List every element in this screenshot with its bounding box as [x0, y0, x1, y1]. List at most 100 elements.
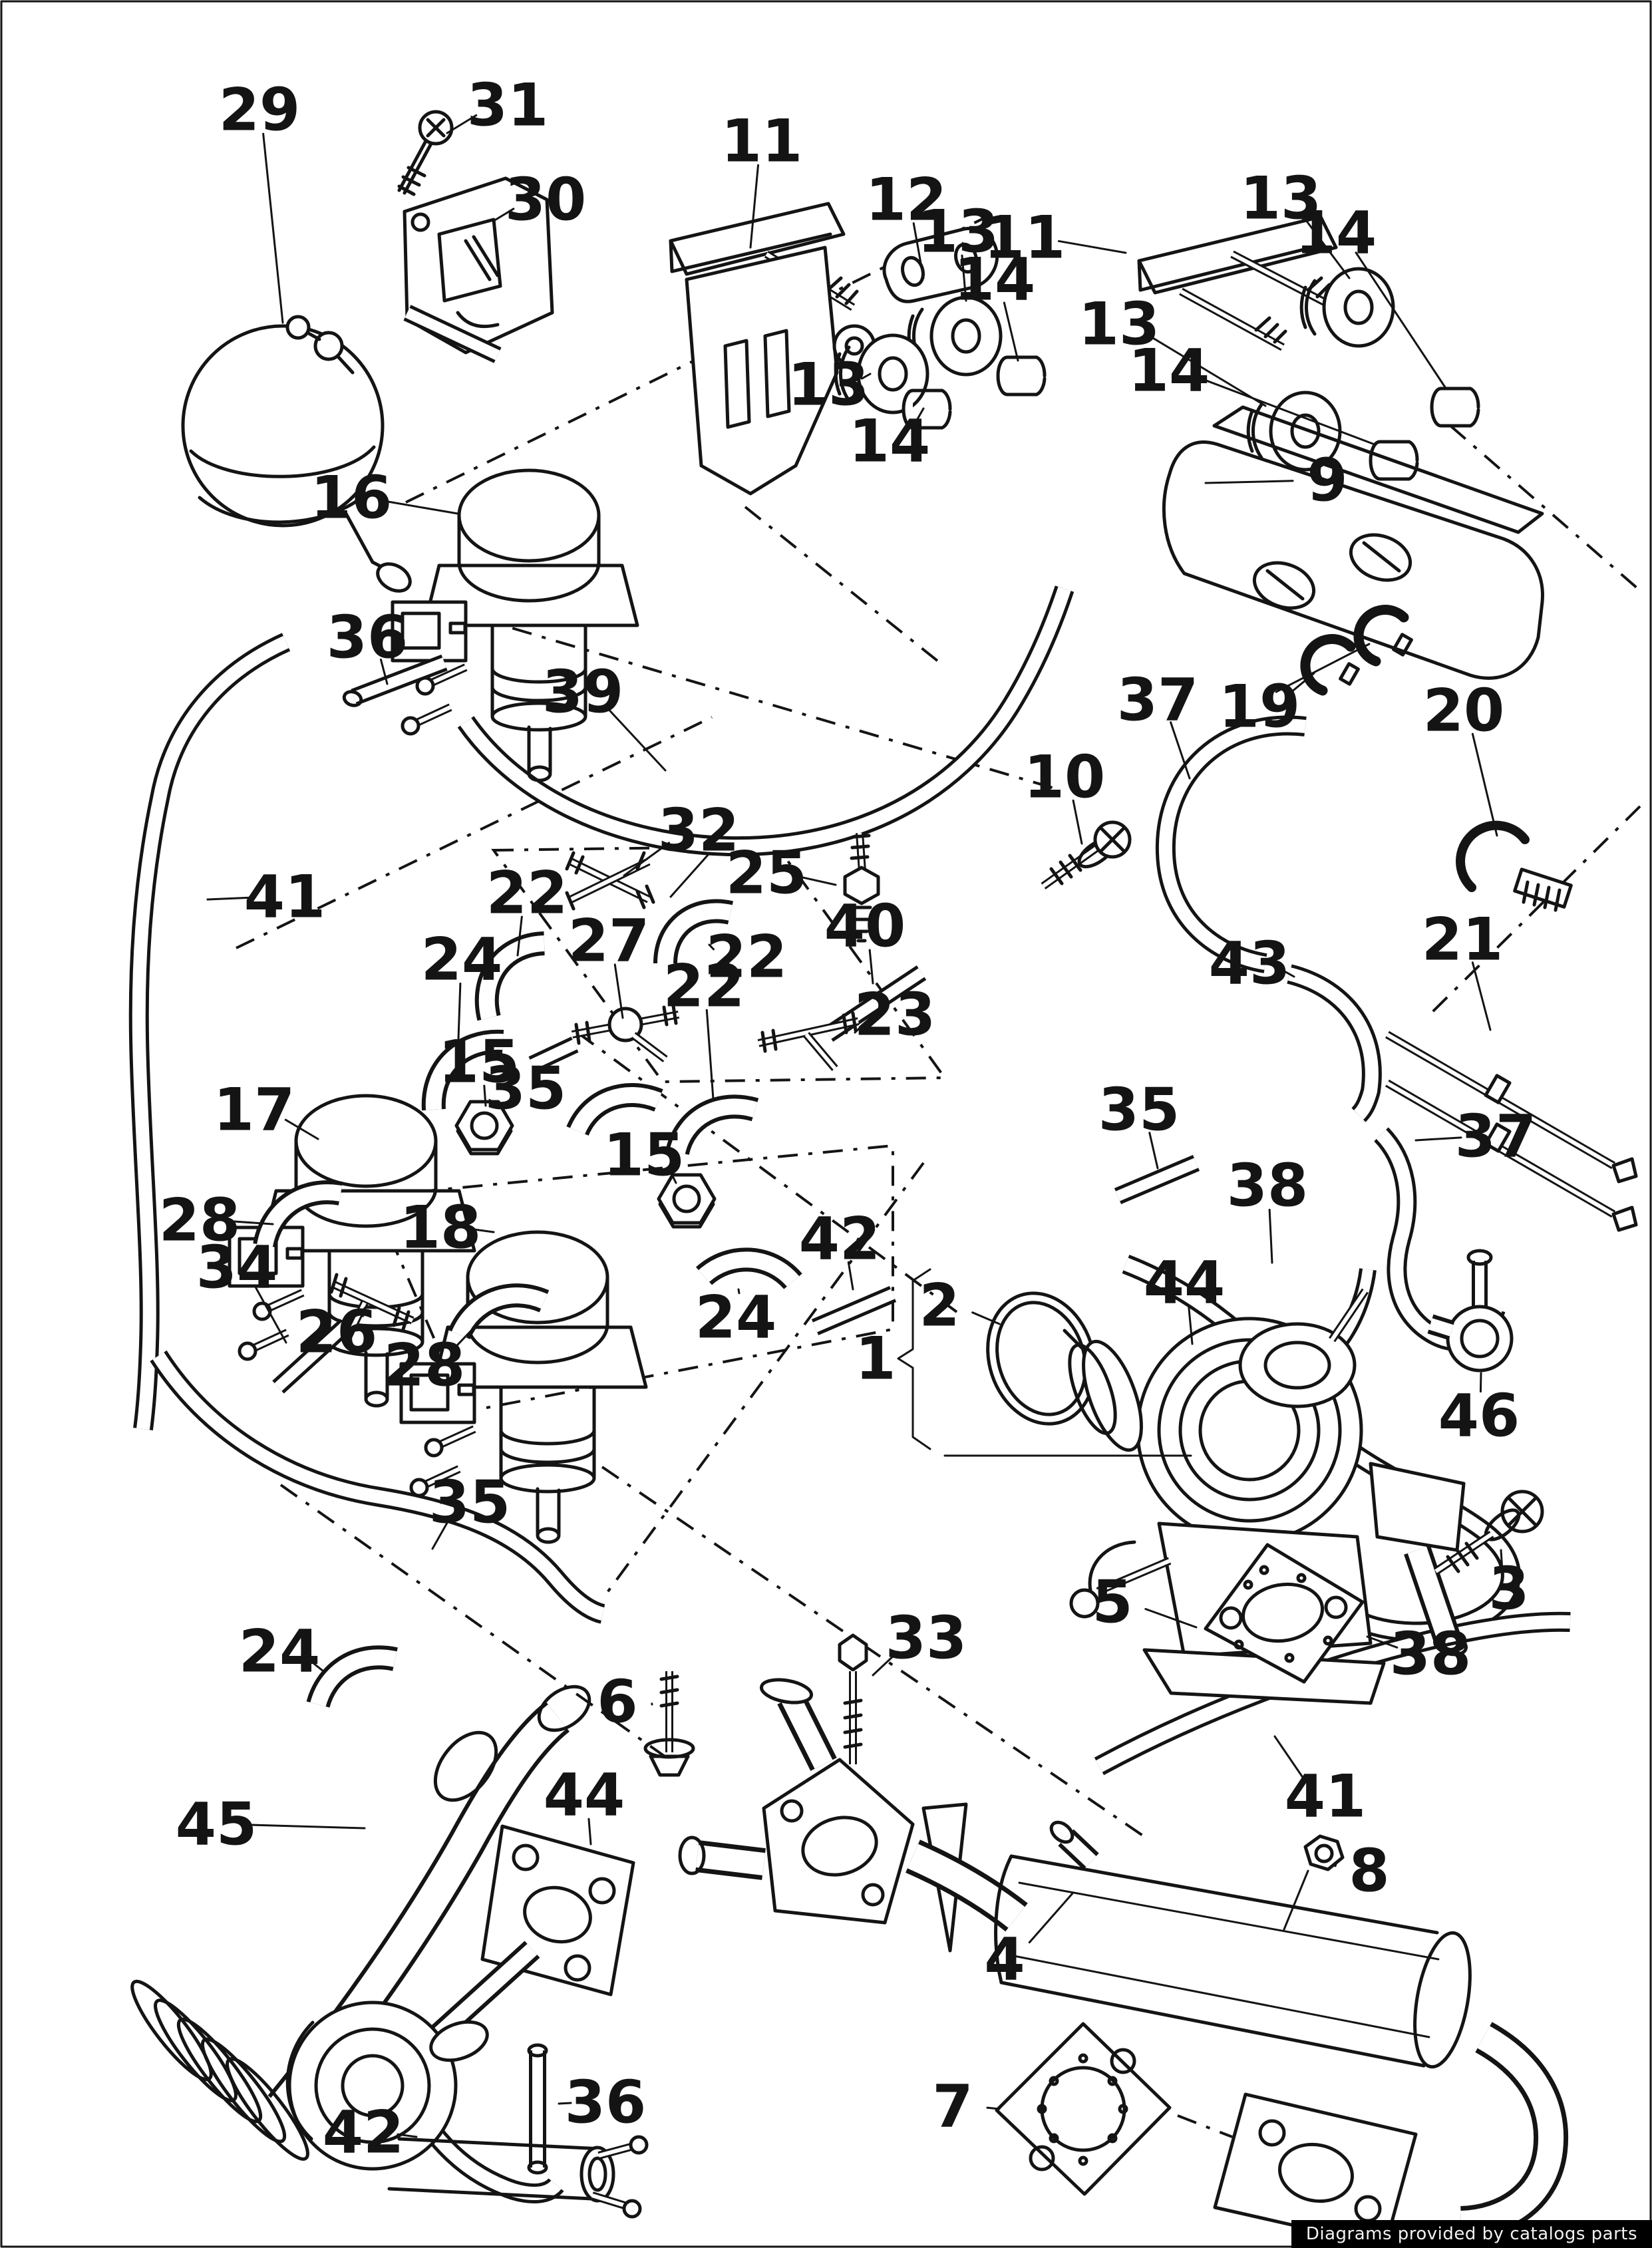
- callout-42: 42: [799, 1205, 880, 1273]
- leader-line-4: [1028, 1892, 1074, 1944]
- leader-line-13: [1148, 335, 1267, 407]
- bolt-10: [1041, 820, 1132, 889]
- callout-12: 12: [866, 166, 947, 234]
- plate-12: [882, 226, 999, 303]
- leader-line-41: [206, 896, 251, 901]
- callout-32: 32: [658, 796, 739, 865]
- bolt-33: [838, 1633, 868, 1764]
- leader-19b: [1275, 643, 1371, 693]
- callout-17: 17: [214, 1076, 295, 1144]
- callout-45: 45: [176, 1790, 257, 1859]
- bolt-3: [1433, 1490, 1544, 1575]
- callout-29: 29: [219, 76, 300, 144]
- check-valve-46: [1427, 1249, 1514, 1372]
- leader-line-13: [961, 254, 967, 302]
- callout-8: 8: [1349, 1837, 1389, 1905]
- egr-cooler-4: [906, 1820, 1569, 2241]
- leader-line-16: [384, 500, 459, 515]
- leader-line-13: [860, 373, 872, 380]
- connector-25: [843, 832, 880, 943]
- nut-8: [1283, 1834, 1345, 1931]
- leader-line-14: [1200, 377, 1376, 446]
- callout-38: 38: [1390, 1620, 1471, 1688]
- callout-4: 4: [984, 1925, 1025, 1994]
- extra-leaders: [669, 643, 1371, 898]
- callout-14: 14: [954, 245, 1035, 314]
- callout-7: 7: [932, 2072, 973, 2141]
- leader-line-28: [450, 1327, 475, 1352]
- leader-line-22: [516, 915, 523, 957]
- cable-ties-21: [1385, 1031, 1638, 1232]
- callout-39: 39: [542, 658, 623, 726]
- callout-16: 16: [311, 464, 392, 532]
- tee-26: [329, 1273, 414, 1341]
- leader-line-13: [1302, 216, 1351, 279]
- flanged-elbow-inlet: [678, 1678, 968, 1953]
- leader-line-31: [446, 114, 478, 134]
- tee-23: [757, 1011, 860, 1071]
- leader-line-39: [607, 707, 667, 772]
- callout-15: 15: [603, 1121, 685, 1190]
- callout-36: 36: [327, 603, 408, 672]
- vacuum-reservoir-29: [181, 315, 412, 593]
- callout-25: 25: [726, 839, 807, 907]
- solenoid-valve-16: [393, 470, 637, 780]
- leader-line-30: [492, 208, 515, 222]
- leader-line-35: [546, 1066, 552, 1072]
- leader-line-24: [456, 982, 462, 1059]
- leader-32b: [669, 853, 710, 898]
- callout-35: 35: [429, 1468, 510, 1537]
- callout-3: 3: [1488, 1555, 1529, 1623]
- callout-9: 9: [1307, 446, 1347, 515]
- callout-38: 38: [1227, 1152, 1308, 1220]
- leader-line-22: [705, 1009, 715, 1100]
- clips-19: [1300, 605, 1413, 696]
- callout-40: 40: [824, 892, 906, 961]
- callout-2: 2: [919, 1271, 959, 1340]
- leader-line-12: [912, 222, 925, 279]
- callout-24: 24: [421, 925, 502, 994]
- leader-line-19: [1287, 672, 1315, 695]
- leader-line-37: [1170, 721, 1191, 780]
- leader-line-9: [1204, 480, 1294, 484]
- callout-18: 18: [400, 1194, 481, 1262]
- leader-line-36: [379, 658, 389, 685]
- leader-line-17: [284, 1118, 319, 1140]
- callout-1: 1: [855, 1325, 896, 1393]
- leader-line-14: [1003, 301, 1019, 362]
- screw-31: [397, 110, 454, 196]
- callout-37: 37: [1455, 1102, 1536, 1171]
- callout-36: 36: [565, 2068, 646, 2137]
- leader-line-28: [233, 1220, 274, 1225]
- callout-10: 10: [1024, 743, 1105, 812]
- tube-40-top: [403, 305, 502, 363]
- bracket-9: [1162, 405, 1544, 680]
- callout-24: 24: [695, 1283, 776, 1352]
- bracket-11-left: [669, 202, 876, 496]
- callout-35: 35: [485, 1054, 566, 1123]
- callout-22: 22: [663, 952, 744, 1021]
- leader-line-44: [587, 1818, 592, 1846]
- callout-11: 11: [984, 204, 1065, 272]
- callout-42: 42: [323, 2098, 404, 2167]
- callout-23: 23: [854, 981, 935, 1049]
- nuts-15: [454, 1100, 717, 1229]
- leader-line-27: [613, 963, 624, 1019]
- callout-30: 30: [505, 166, 586, 234]
- leader-line-15: [483, 1084, 487, 1107]
- leader-line-14: [1355, 251, 1446, 389]
- leader-line-35: [431, 1520, 450, 1550]
- callout-28: 28: [384, 1331, 465, 1400]
- callout-43: 43: [1209, 929, 1290, 998]
- turbocharger-44: [285, 1824, 649, 2219]
- callout-13: 13: [917, 198, 999, 266]
- callout-34: 34: [196, 1233, 277, 1302]
- leader-line-2: [971, 1311, 1001, 1325]
- leader-line-33: [872, 1651, 899, 1677]
- callout-14: 14: [1295, 199, 1377, 267]
- leader-line-26: [361, 1307, 366, 1317]
- callout-41: 41: [244, 863, 325, 931]
- callout-44: 44: [544, 1761, 625, 1830]
- watermark-bar: Diagrams provided by catalogs parts: [1291, 2220, 1652, 2248]
